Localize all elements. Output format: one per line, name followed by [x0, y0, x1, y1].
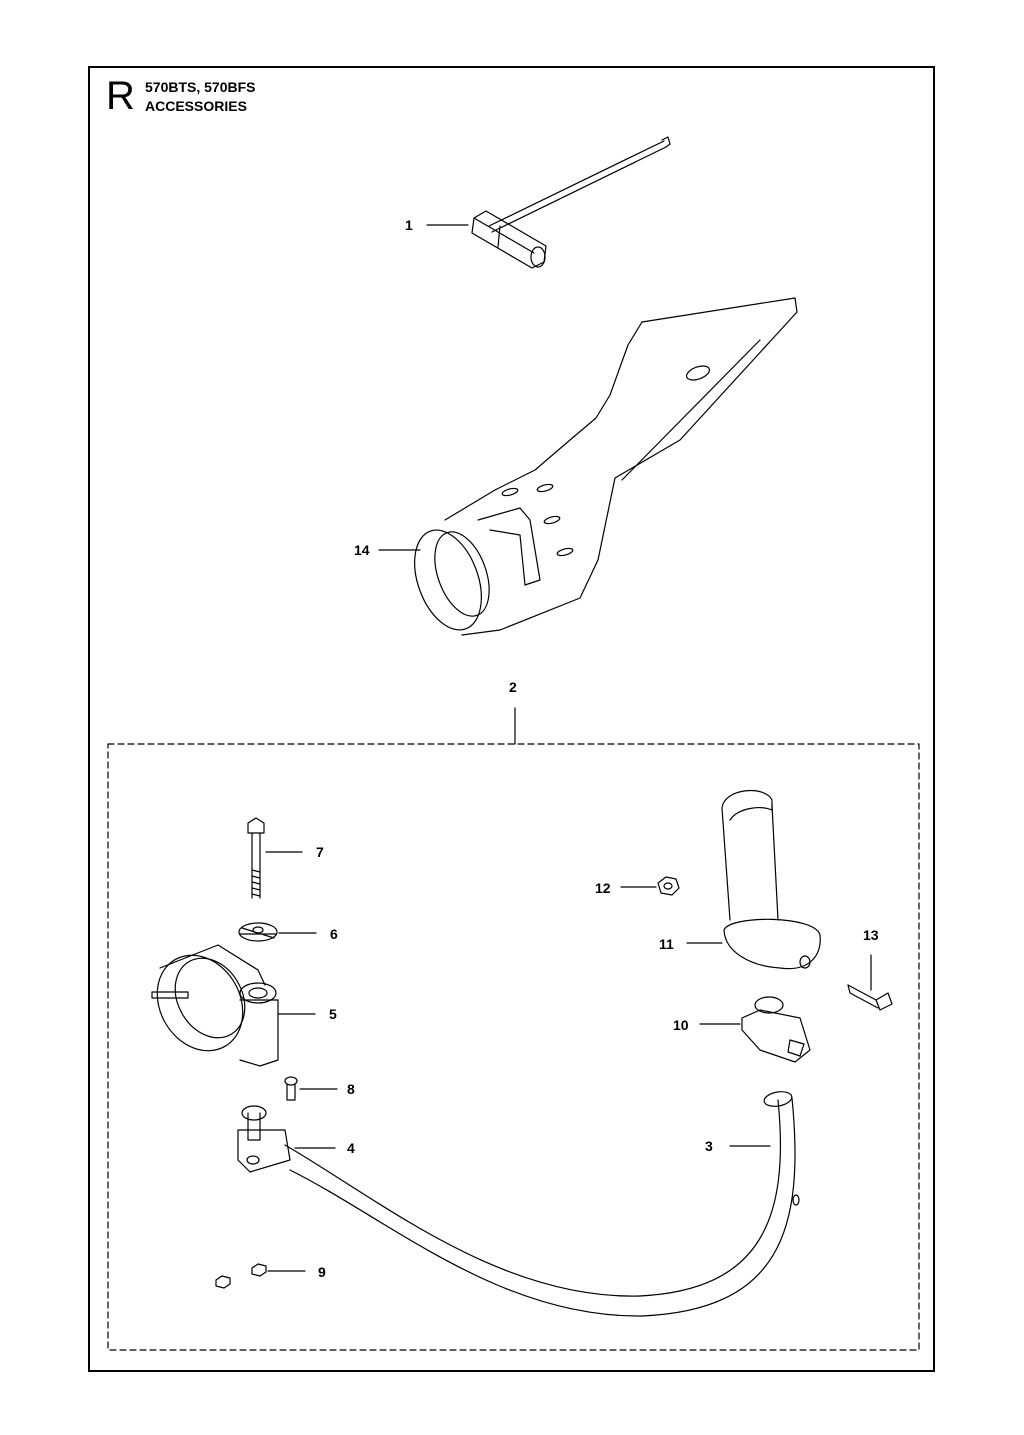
kit-2-boundary: [107, 707, 920, 1351]
part-11-grip: [686, 789, 821, 970]
callout-6: 6: [330, 926, 338, 942]
part-12-nut: [620, 876, 680, 896]
page-title: ACCESSORIES: [145, 98, 247, 114]
part-9-nuts: [215, 1263, 306, 1289]
callout-4: 4: [347, 1140, 355, 1156]
callout-14: 14: [354, 542, 370, 558]
part-5-clamp: [151, 944, 316, 1067]
diagram-frame: [88, 66, 935, 1372]
callout-13: 13: [863, 927, 879, 943]
callout-1: 1: [405, 217, 413, 233]
part-4-handle-base: [237, 1105, 336, 1173]
callout-9: 9: [318, 1264, 326, 1280]
part-6-washer: [238, 922, 317, 942]
callout-8: 8: [347, 1081, 355, 1097]
callout-3: 3: [705, 1138, 713, 1154]
part-3-handle-bar: [284, 1091, 800, 1317]
part-8-screw: [284, 1076, 338, 1101]
model-numbers: 570BTS, 570BFS: [145, 79, 256, 95]
callout-10: 10: [673, 1017, 689, 1033]
part-10-bracket: [699, 996, 811, 1063]
part-13-screw: [847, 954, 893, 1011]
part-7-bolt: [247, 817, 303, 899]
section-letter: R: [106, 74, 135, 118]
part-1-wrench: [426, 136, 671, 269]
callout-5: 5: [329, 1006, 337, 1022]
callout-2: 2: [509, 679, 517, 695]
part-14-nozzle: [378, 297, 798, 636]
callout-11: 11: [659, 936, 674, 952]
callout-12: 12: [595, 880, 611, 896]
callout-7: 7: [316, 844, 324, 860]
